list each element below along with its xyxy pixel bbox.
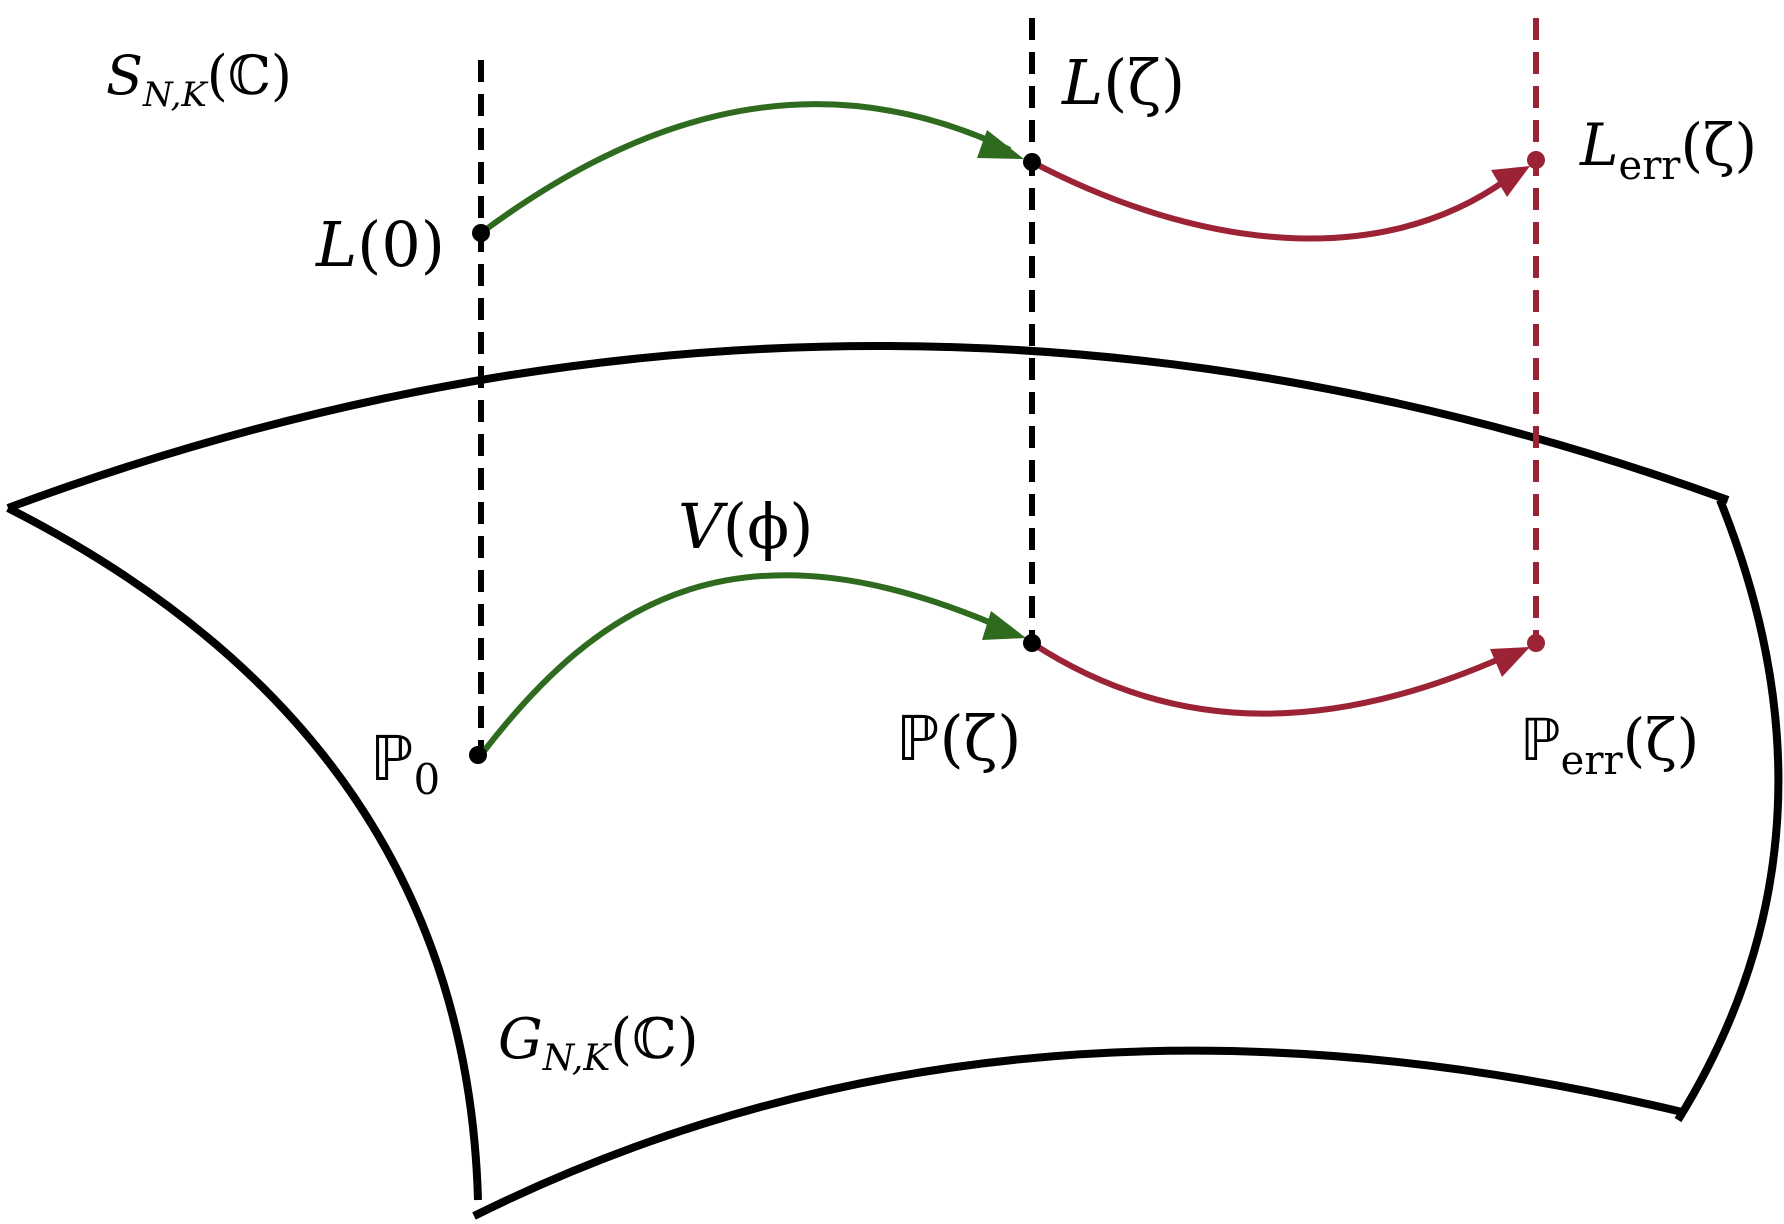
stiefel-error-arrowhead bbox=[1491, 166, 1530, 197]
surface-left-edge bbox=[6, 504, 482, 1201]
label-Pzeta: ℙ(ζ) bbox=[896, 702, 1021, 775]
labels: SN,K(ℂ) L(0) L(ζ) Lerr(ζ) V(ϕ) ℙ0 ℙ(ζ) ℙ… bbox=[106, 44, 1757, 1079]
grassmann-surface bbox=[6, 341, 1783, 1220]
label-L0: L(0) bbox=[315, 208, 445, 281]
grassmann-arrowhead bbox=[982, 611, 1026, 640]
surface-top-edge bbox=[6, 341, 1730, 512]
label-Lzeta: L(ζ) bbox=[1061, 46, 1185, 119]
grassmann-evolution-arrow bbox=[478, 572, 1014, 757]
point-P0 bbox=[469, 746, 487, 764]
point-Lerr bbox=[1527, 151, 1545, 169]
ideal-arrowheads bbox=[977, 130, 1026, 640]
grassmann-manifold-label: GN,K(ℂ) bbox=[498, 1007, 699, 1079]
point-Pzeta bbox=[1023, 634, 1041, 652]
point-Lzeta bbox=[1023, 153, 1041, 171]
point-L0 bbox=[472, 224, 490, 242]
stiefel-evolution-arrow bbox=[479, 101, 1012, 236]
label-Vphi: V(ϕ) bbox=[678, 490, 813, 563]
label-Perr: ℙerr(ζ) bbox=[1520, 706, 1699, 784]
stiefel-manifold-label: SN,K(ℂ) bbox=[106, 44, 292, 115]
ideal-paths bbox=[478, 101, 1014, 757]
points bbox=[469, 151, 1545, 764]
fibre-lines bbox=[478, 18, 1539, 755]
grassmann-error-arrowhead bbox=[1490, 647, 1530, 677]
label-P0: ℙ0 bbox=[370, 722, 440, 804]
grassmann-error-arrow bbox=[1030, 640, 1508, 717]
point-Perr bbox=[1527, 634, 1545, 652]
error-paths bbox=[1030, 159, 1508, 717]
surface-right-edge bbox=[1674, 498, 1783, 1123]
stiefel-error-arrow bbox=[1030, 159, 1508, 242]
surface-bottom-edge bbox=[472, 1046, 1683, 1220]
stiefel-arrowhead bbox=[977, 130, 1024, 159]
label-Lerr: Lerr(ζ) bbox=[1579, 111, 1757, 189]
error-arrowheads bbox=[1490, 166, 1530, 677]
